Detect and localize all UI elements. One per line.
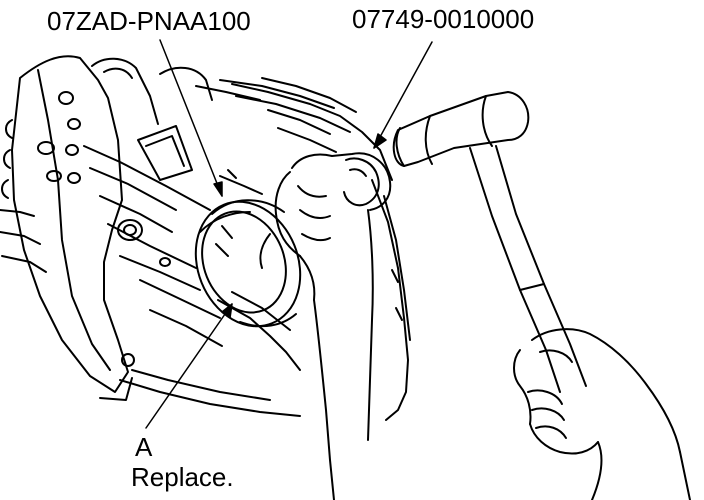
leader-tool-2-arrow [373,133,387,149]
leader-part-a [145,303,233,429]
part-callout-note: Replace. [131,462,234,492]
seal-driver-tool [194,199,302,328]
tool-part-number-driver: 07ZAD-PNAA100 [47,6,251,36]
right-hand [513,328,691,500]
left-hand [259,152,392,500]
tool-part-number-handle: 07749-0010000 [352,4,535,34]
leader-tool-1-arrow [213,181,223,197]
leader-part-a-arrow [221,303,233,319]
engine-block [0,55,411,421]
hammer [392,91,587,393]
leader-tool-2 [373,41,433,149]
leader-lines [145,39,433,429]
leader-tool-1 [159,39,223,197]
part-callout-letter: A [135,432,153,462]
